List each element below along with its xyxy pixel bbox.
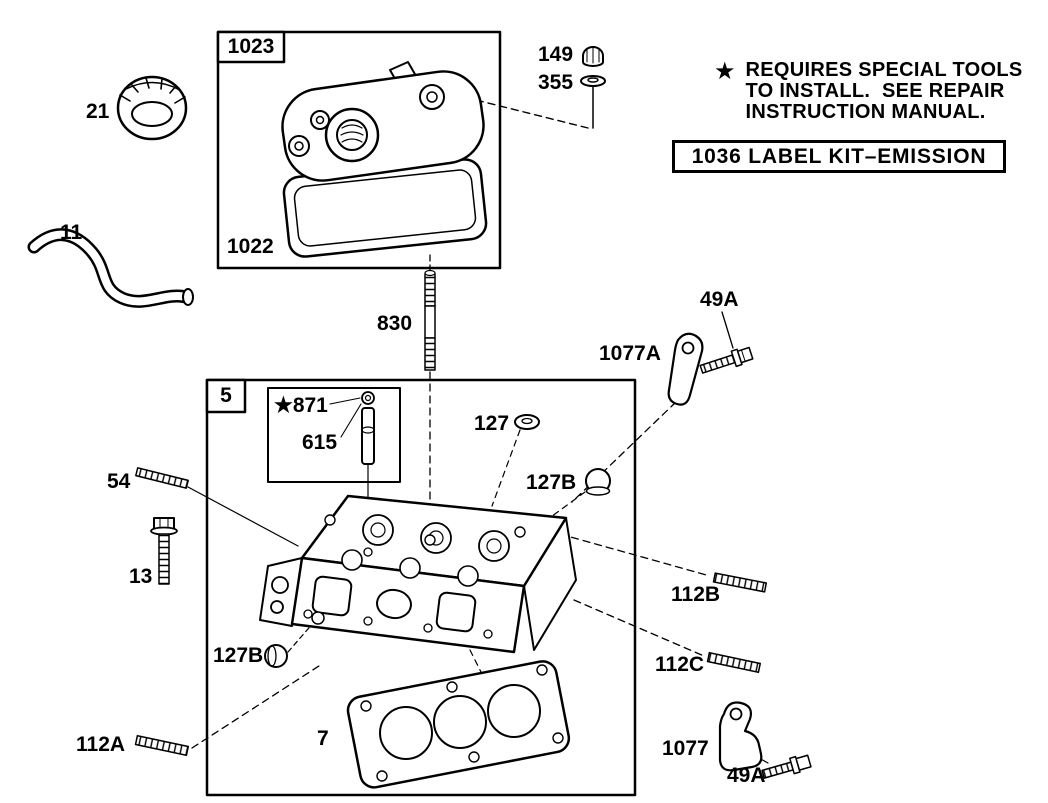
label-valve-guide: 615 bbox=[302, 431, 338, 454]
washer-drawing bbox=[580, 75, 606, 87]
stud-830-drawing bbox=[424, 269, 436, 371]
bracket-1077a-drawing bbox=[667, 332, 704, 406]
head-gasket-drawing bbox=[346, 660, 571, 789]
label-stud-112b: 112B bbox=[671, 583, 721, 606]
label-guide-seal: ★871 bbox=[274, 394, 328, 417]
cylinder-head-drawing bbox=[259, 494, 577, 654]
label-stud-112a: 112A bbox=[76, 733, 126, 756]
bracket-1077-drawing bbox=[718, 701, 763, 772]
stud-112a-drawing bbox=[134, 734, 190, 757]
stud-54-drawing bbox=[135, 467, 189, 489]
label-seal: 127 bbox=[474, 412, 510, 435]
label-plug-left: 127B bbox=[213, 644, 264, 667]
label-screw-bottom: 49A bbox=[727, 764, 766, 787]
label-long-stud: 830 bbox=[377, 312, 413, 335]
star-icon: ★ bbox=[714, 58, 736, 85]
label-washer: 355 bbox=[538, 71, 574, 94]
group-box-871-frame bbox=[267, 387, 401, 483]
label-oil-cap: 21 bbox=[86, 100, 110, 123]
label-plug-right: 127B bbox=[526, 471, 577, 494]
label-bolt: 13 bbox=[129, 565, 153, 588]
valve-guide-drawing bbox=[361, 391, 375, 465]
screw-49a-top-drawing bbox=[699, 346, 754, 374]
group-label-5: 5 bbox=[220, 384, 232, 407]
hose-drawing bbox=[27, 228, 194, 308]
label-screw-top: 49A bbox=[700, 288, 739, 311]
label-valve-cover: 1022 bbox=[227, 235, 274, 258]
note-line-2: TO INSTALL. SEE REPAIR bbox=[745, 79, 1005, 102]
stud-112b-drawing bbox=[712, 572, 768, 593]
note-line-3: INSTRUCTION MANUAL. bbox=[745, 100, 986, 123]
group-box-1023-frame bbox=[216, 30, 502, 270]
label-bracket-top: 1077A bbox=[599, 342, 661, 365]
label-kit-emission-box: 1036 LABEL KIT–EMISSION bbox=[672, 140, 1006, 173]
label-push-nut: 149 bbox=[538, 43, 574, 66]
label-head-gasket: 7 bbox=[317, 727, 329, 750]
label-kit-emission-text: 1036 LABEL KIT–EMISSION bbox=[691, 144, 987, 168]
group-label-1023: 1023 bbox=[227, 35, 275, 58]
note-line-1: REQUIRES SPECIAL TOOLS bbox=[745, 59, 1023, 81]
screw-49a-bottom-drawing bbox=[761, 754, 812, 779]
valve-cover-drawing bbox=[281, 61, 488, 258]
plug-127b-right-drawing bbox=[585, 468, 611, 496]
group-box-5-frame bbox=[205, 378, 637, 797]
plug-127b-left-drawing bbox=[264, 644, 288, 668]
label-stud-112c: 112C bbox=[655, 653, 705, 676]
stud-112c-drawing bbox=[706, 651, 762, 674]
label-hose: 11 bbox=[60, 221, 83, 244]
label-short-stud: 54 bbox=[107, 470, 131, 493]
special-tools-note: ★ REQUIRES SPECIAL TOOLS TO INSTALL. SEE… bbox=[714, 58, 1023, 123]
push-nut-drawing bbox=[582, 46, 604, 67]
label-bracket-bottom: 1077 bbox=[662, 737, 709, 760]
seal-127-drawing bbox=[514, 414, 540, 430]
bolt-13-drawing bbox=[150, 517, 178, 585]
oil-cap-drawing bbox=[116, 75, 188, 141]
